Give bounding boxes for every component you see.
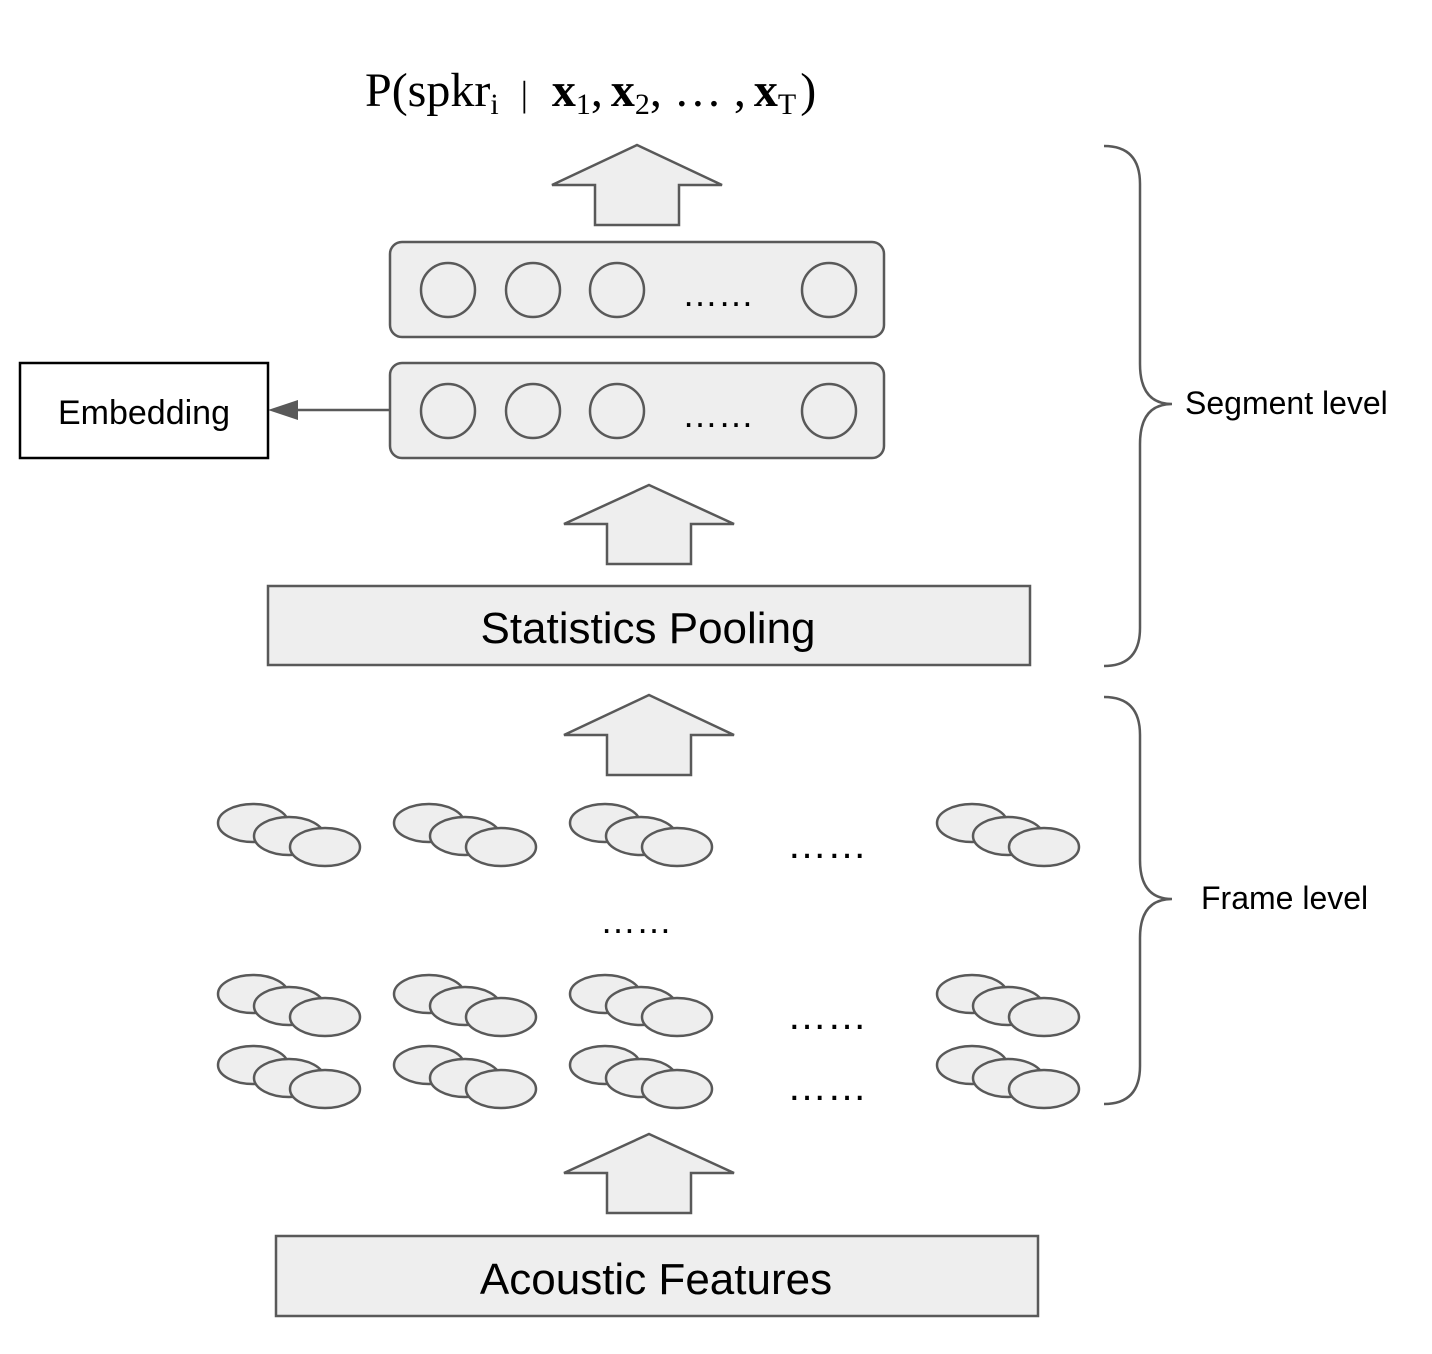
frame-cluster <box>216 1044 362 1110</box>
formula-sub-1: 1 <box>576 88 591 121</box>
embedding-output: Embedding <box>18 361 390 460</box>
layers-ellipsis: …… <box>600 900 672 941</box>
frame-level-layers: …… …… …… <box>216 802 1081 1110</box>
frame-cluster <box>216 802 362 868</box>
frame-row: …… <box>216 802 1081 868</box>
formula-x2: x <box>611 64 635 117</box>
neuron <box>419 382 477 440</box>
frame-cluster <box>568 802 714 868</box>
formula-xT: x <box>754 64 778 117</box>
neuron <box>504 382 562 440</box>
frame-cluster <box>392 1044 538 1110</box>
neuron <box>588 382 646 440</box>
frame-row: …… <box>216 1044 1081 1110</box>
frame-ellipsis: …… <box>787 823 867 867</box>
neuron-ellipsis: …… <box>682 394 754 435</box>
neuron <box>419 261 477 319</box>
frame-cluster <box>935 802 1081 868</box>
frame-ellipsis: …… <box>787 1065 867 1109</box>
frame-level-label: Frame level <box>1201 880 1368 916</box>
frame-ellipsis: …… <box>787 994 867 1038</box>
frame-cluster <box>216 973 362 1038</box>
formula-close: ) <box>800 64 816 117</box>
statistics-pooling-block: Statistics Pooling <box>266 584 1032 667</box>
formula-prefix: P(spkr <box>365 64 490 117</box>
formula-comma-1: , <box>591 64 603 117</box>
up-arrow-icon <box>563 1132 735 1215</box>
neuron <box>800 382 858 440</box>
up-arrow-icon <box>563 693 735 777</box>
up-arrow-icon <box>563 483 735 566</box>
frame-cluster <box>392 973 538 1038</box>
neuron <box>588 261 646 319</box>
acoustic-features-label: Acoustic Features <box>480 1255 832 1304</box>
frame-row: …… <box>216 973 1081 1038</box>
statistics-pooling-label: Statistics Pooling <box>480 604 815 653</box>
segment-layer-1: …… <box>388 361 886 460</box>
neuron-ellipsis: …… <box>682 273 754 314</box>
frame-cluster <box>935 1044 1081 1110</box>
segment-layer-2: …… <box>388 240 886 339</box>
embedding-box <box>18 361 270 460</box>
frame-cluster <box>568 973 714 1038</box>
formula-sub-T: T <box>778 88 796 121</box>
formula-sub-2: 2 <box>635 88 650 121</box>
frame-cluster <box>568 1044 714 1110</box>
left-arrowhead-icon <box>268 400 298 420</box>
embedding-label: Embedding <box>58 394 230 432</box>
frame-cluster <box>392 802 538 868</box>
neuron <box>800 261 858 319</box>
formula-ellipsis: , … , <box>650 64 746 117</box>
segment-level-label: Segment level <box>1185 385 1388 421</box>
neuron <box>504 261 562 319</box>
formula-bar: | <box>521 74 528 114</box>
frame-cluster <box>935 973 1081 1038</box>
formula-x1: x <box>552 64 576 117</box>
segment-level-brace <box>1103 144 1173 668</box>
acoustic-features-block: Acoustic Features <box>274 1234 1040 1318</box>
output-probability-formula: P(spkri|x1,x2, … ,xT) <box>365 64 816 121</box>
up-arrow-icon <box>551 143 723 227</box>
frame-level-brace <box>1103 695 1173 1106</box>
formula-sub-i: i <box>490 88 498 121</box>
